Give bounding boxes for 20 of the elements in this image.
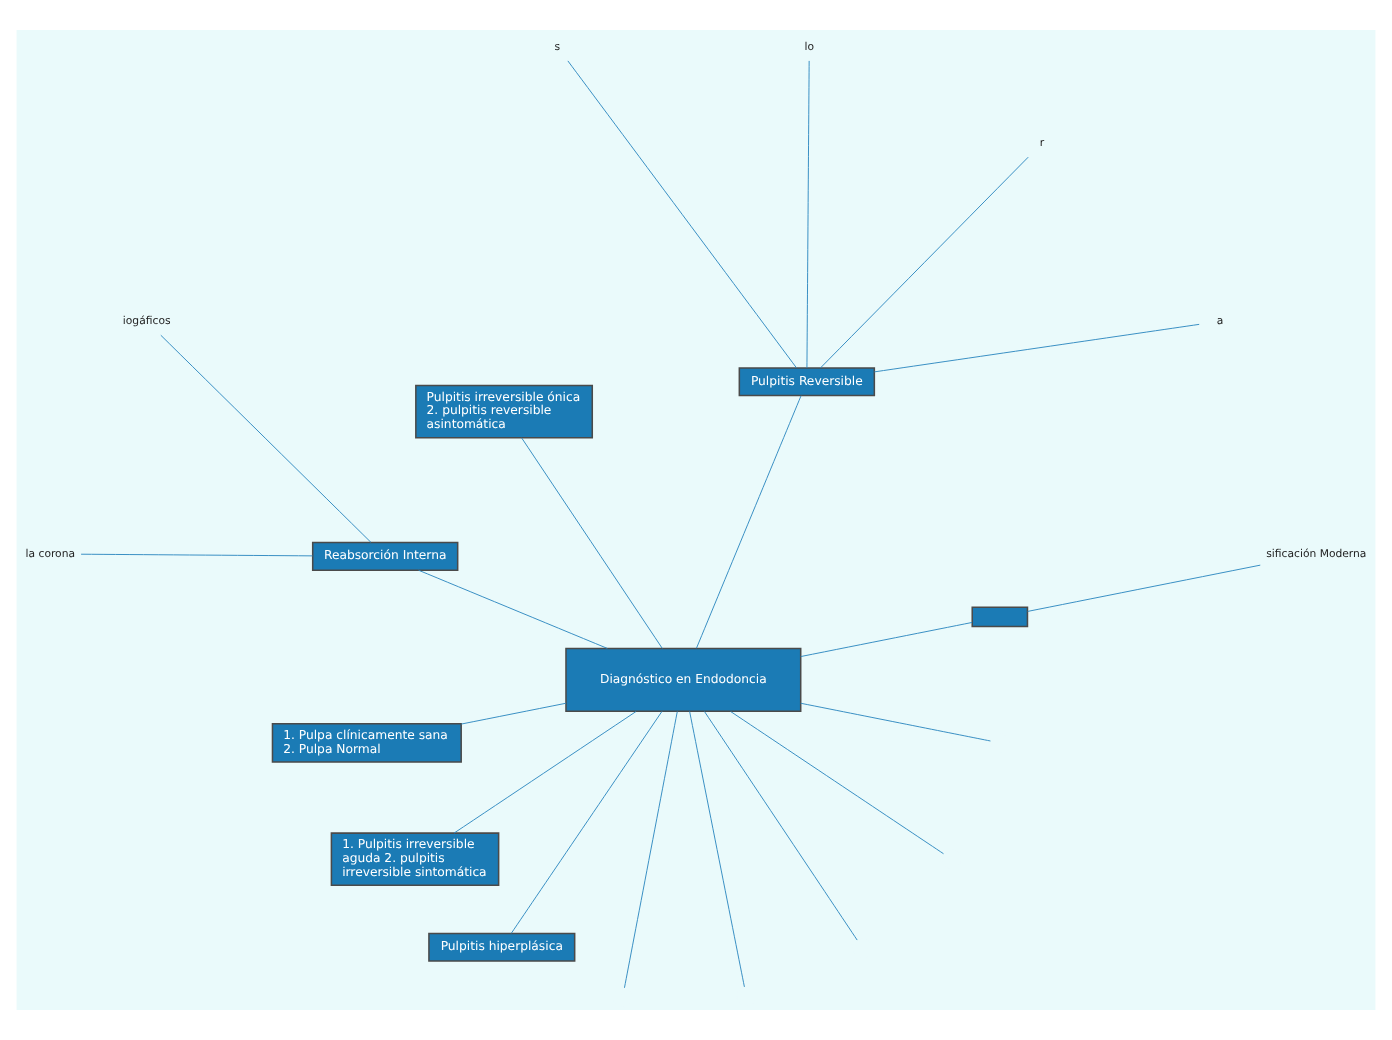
- connector: [567, 60, 797, 369]
- connector: [730, 711, 944, 855]
- connector: [418, 569, 608, 649]
- connector: [460, 702, 567, 725]
- connector: [873, 323, 1200, 373]
- connector: [689, 710, 745, 988]
- connector: [704, 711, 858, 941]
- connector: [1027, 564, 1261, 612]
- connector: [624, 711, 678, 989]
- connector: [521, 437, 663, 649]
- connector: [806, 60, 810, 369]
- connector: [160, 334, 372, 543]
- connector: [80, 553, 313, 557]
- node-box: [971, 606, 1029, 628]
- connector: [696, 395, 802, 649]
- connector: [800, 702, 991, 742]
- connector: [800, 622, 973, 657]
- connector: [510, 710, 663, 934]
- connector: [453, 711, 637, 834]
- connector: [820, 156, 1029, 369]
